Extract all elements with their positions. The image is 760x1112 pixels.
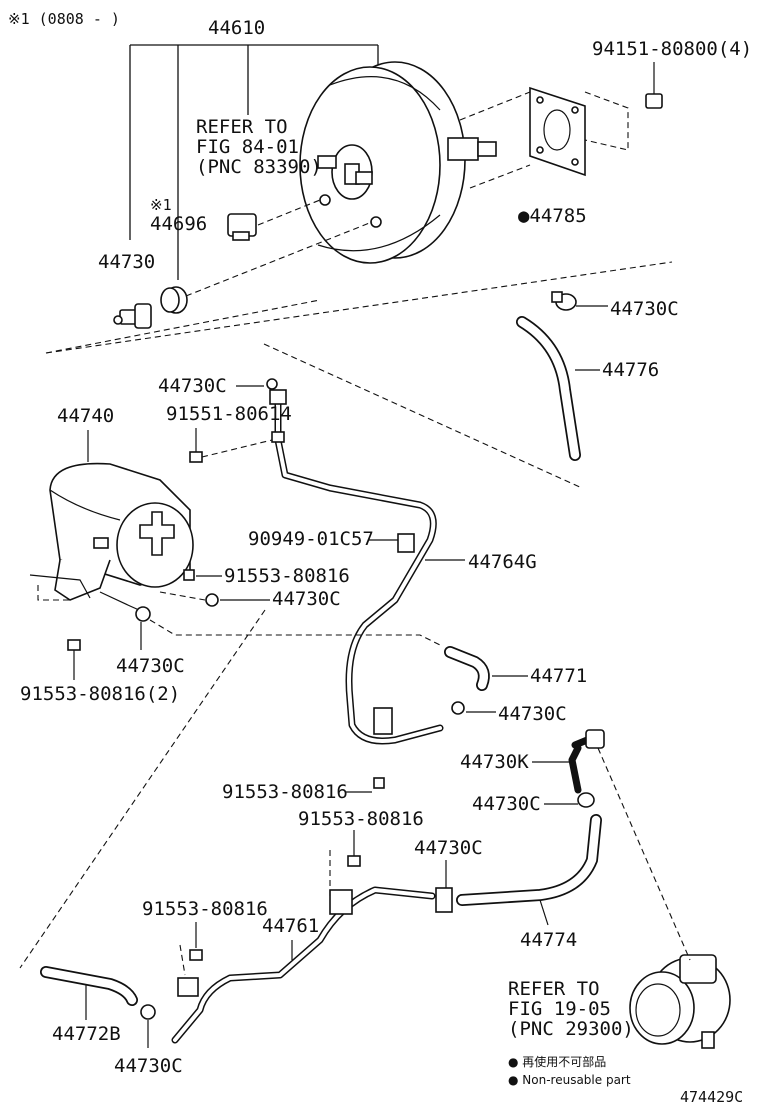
refer-fig-84-01-line2: FIG 84-01 (196, 136, 299, 158)
label-91551-80614[interactable]: 91551-80614 (166, 403, 292, 425)
label-44696[interactable]: 44696 (150, 213, 207, 235)
elbow-44730k (568, 729, 605, 794)
label-44740[interactable]: 44740 (57, 405, 114, 427)
tube-44764g (269, 389, 444, 745)
check-valve-44730 (113, 303, 152, 329)
label-44730c-bottom[interactable]: 44730C (114, 1055, 183, 1077)
clamp-44730c-d (135, 606, 151, 622)
valve-44696 (227, 213, 257, 241)
vacuum-pump (629, 954, 731, 1049)
clamp-44730c-c (205, 593, 219, 607)
label-44730c-canister-right[interactable]: 44730C (272, 588, 341, 610)
revision-note: ※1 (0808 - ) (8, 10, 120, 28)
legend-non-reusable-jp: ● 再使用不可部品 (508, 1054, 606, 1069)
label-44730c-tube-top[interactable]: 44730C (158, 375, 227, 397)
refer-fig-19-05-line1: REFER TO (508, 978, 600, 1000)
clamp-44730c-a (551, 291, 577, 311)
refer-fig-19-05-line2: FIG 19-05 (508, 998, 611, 1020)
label-44610[interactable]: 44610 (208, 17, 265, 39)
refer-fig-84-01-line1: REFER TO (196, 116, 288, 138)
bolt-91553-b (67, 639, 81, 680)
hose-44774 (456, 814, 602, 906)
canister-44740 (29, 462, 194, 615)
bolt-91553-d (347, 855, 361, 867)
refer-fig-19-05-line3: (PNC 29300) (508, 1018, 634, 1040)
nut-94151 (645, 62, 663, 109)
mark-note-1: ※1 (150, 196, 172, 214)
clamp-44730c-f (577, 792, 595, 808)
label-44774[interactable]: 44774 (520, 929, 577, 951)
label-44730k[interactable]: 44730K (460, 751, 529, 773)
label-44764g[interactable]: 44764G (468, 551, 537, 573)
gasket-44785 (529, 86, 586, 177)
label-44772b[interactable]: 44772B (52, 1023, 121, 1045)
bracket-44610 (129, 44, 379, 280)
bolt-91551 (189, 428, 203, 463)
label-44730c-canister-bottom[interactable]: 44730C (116, 655, 185, 677)
label-44776[interactable]: 44776 (602, 359, 659, 381)
clamp-44730c-h (140, 1004, 156, 1020)
bolt-91553-a (183, 569, 195, 581)
refer-fig-84-01-line3: (PNC 83390) (196, 156, 322, 178)
bolt-91553-e (189, 949, 203, 961)
legend-non-reusable-en: ● Non-reusable part (508, 1073, 631, 1087)
label-91553-80816-2[interactable]: 91553-80816(2) (20, 683, 180, 705)
label-91553-80816-canister[interactable]: 91553-80816 (224, 565, 350, 587)
label-94151-80800[interactable]: 94151-80800(4) (592, 38, 752, 60)
label-91553-80816-bottom[interactable]: 91553-80816 (142, 898, 268, 920)
label-44761[interactable]: 44761 (262, 915, 319, 937)
label-90949-01c57[interactable]: 90949-01C57 (248, 528, 374, 550)
hose-44776 (516, 316, 581, 461)
bolt-91553-c (373, 777, 385, 789)
hose-44772b (40, 966, 138, 1006)
label-44730[interactable]: 44730 (98, 251, 155, 273)
joint-44730c (435, 887, 453, 913)
grommet-44696 (160, 286, 188, 314)
label-44730c-upper-right[interactable]: 44730C (610, 298, 679, 320)
label-44730c-joint[interactable]: 44730C (414, 837, 483, 859)
label-44785[interactable]: ●44785 (518, 205, 587, 227)
pipe-44761 (171, 886, 436, 1044)
label-44730c-mid-right[interactable]: 44730C (498, 703, 567, 725)
label-44771[interactable]: 44771 (530, 665, 587, 687)
label-91553-80816-mid[interactable]: 91553-80816 (222, 781, 348, 803)
hose-44771 (444, 646, 490, 691)
label-91553-80816-lower[interactable]: 91553-80816 (298, 808, 424, 830)
label-44730c-44774-top[interactable]: 44730C (472, 793, 541, 815)
clamp-44730c-e (451, 701, 465, 715)
figure-id: 474429C (680, 1088, 743, 1106)
brake-booster (299, 61, 497, 264)
